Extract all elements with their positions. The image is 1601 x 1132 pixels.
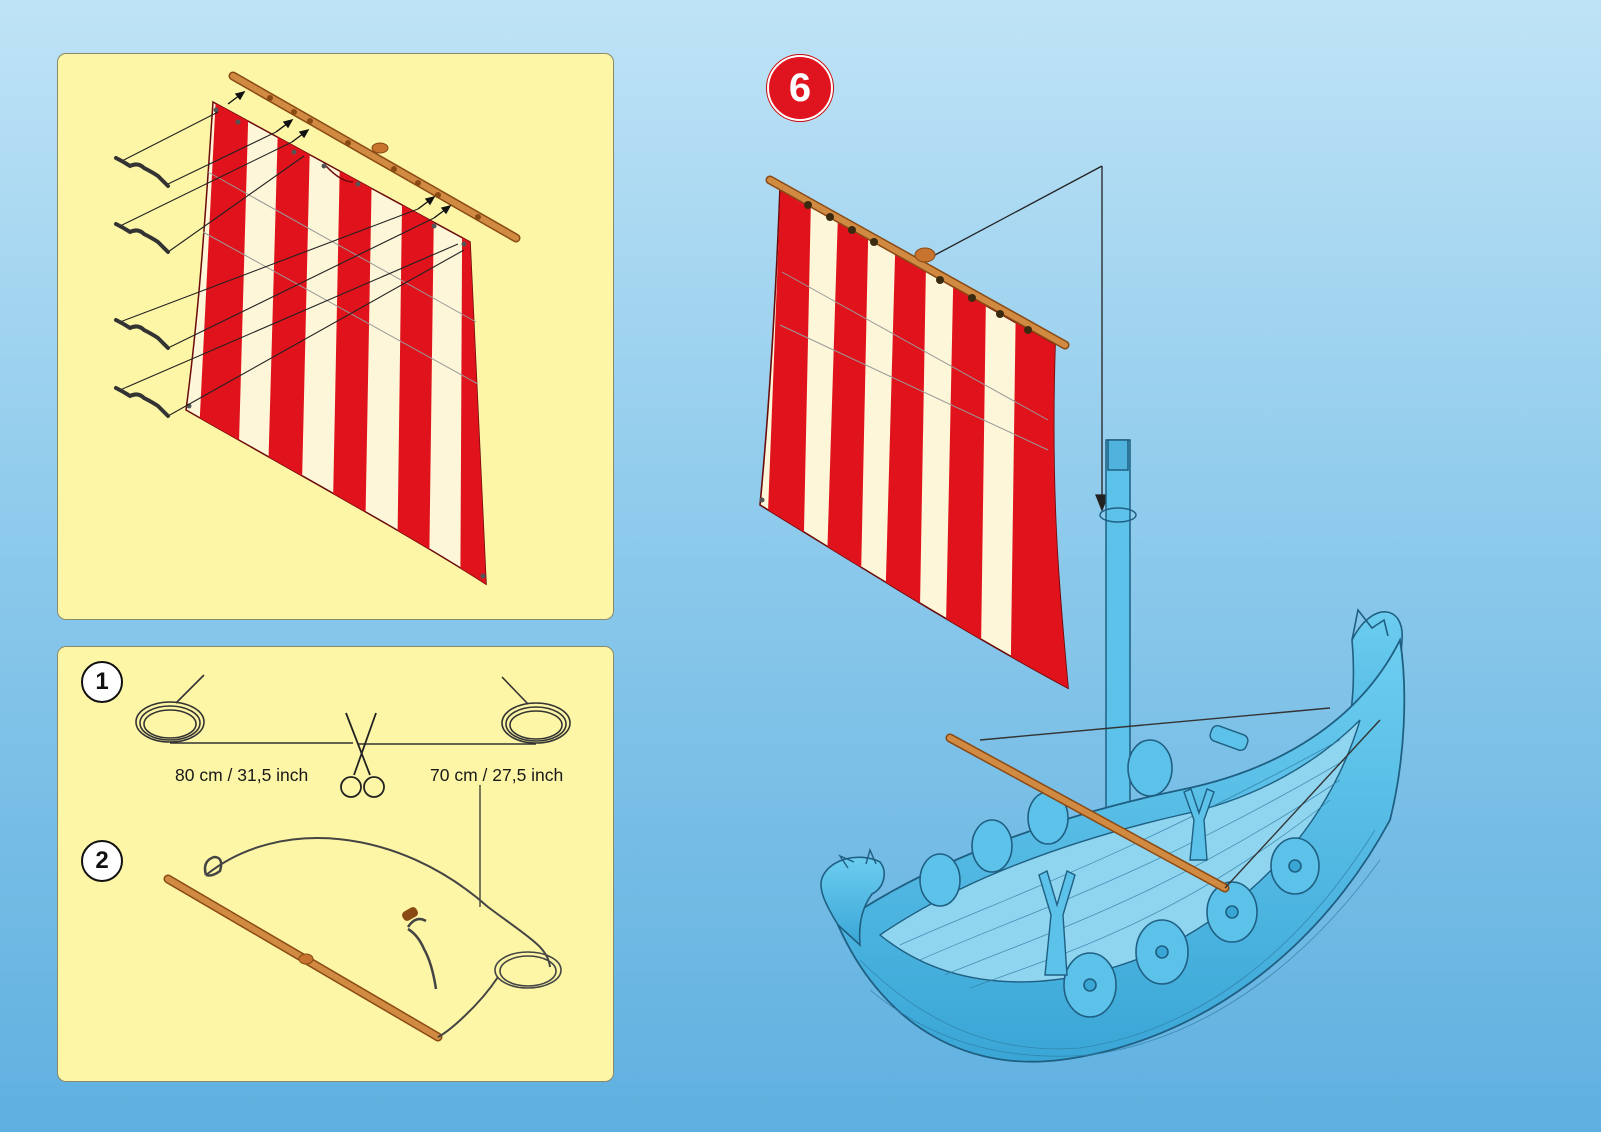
ship-shields: [920, 740, 1319, 1017]
substep-2-badge: 2: [81, 840, 123, 882]
sail-attach-drawing: [58, 54, 615, 621]
rope-coil-icon: [136, 675, 353, 743]
yard-with-rope: [168, 838, 561, 1037]
striped-sail: [760, 150, 1071, 720]
rope-coil-icon: [358, 677, 570, 744]
rope-instructions-drawing: [58, 647, 615, 1083]
yard-pole: [770, 180, 1065, 345]
measure-right-label: 70 cm / 27,5 inch: [430, 765, 563, 786]
sail-attach-panel: [57, 53, 614, 620]
rope-instructions-panel: 1 2 80 cm / 31,5 inch 70 cm / 27,5 inch: [57, 646, 614, 1082]
ship-figures: [1039, 724, 1250, 975]
scissors-icon: [341, 713, 384, 797]
substep-1-badge: 1: [81, 661, 123, 703]
step-number-badge: 6: [767, 55, 833, 121]
rope-pieces: [116, 158, 168, 416]
mast: [1100, 440, 1136, 920]
ship-hull: [821, 610, 1404, 1062]
boom-pole: [950, 708, 1380, 888]
measure-left-label: 80 cm / 31,5 inch: [175, 765, 308, 786]
